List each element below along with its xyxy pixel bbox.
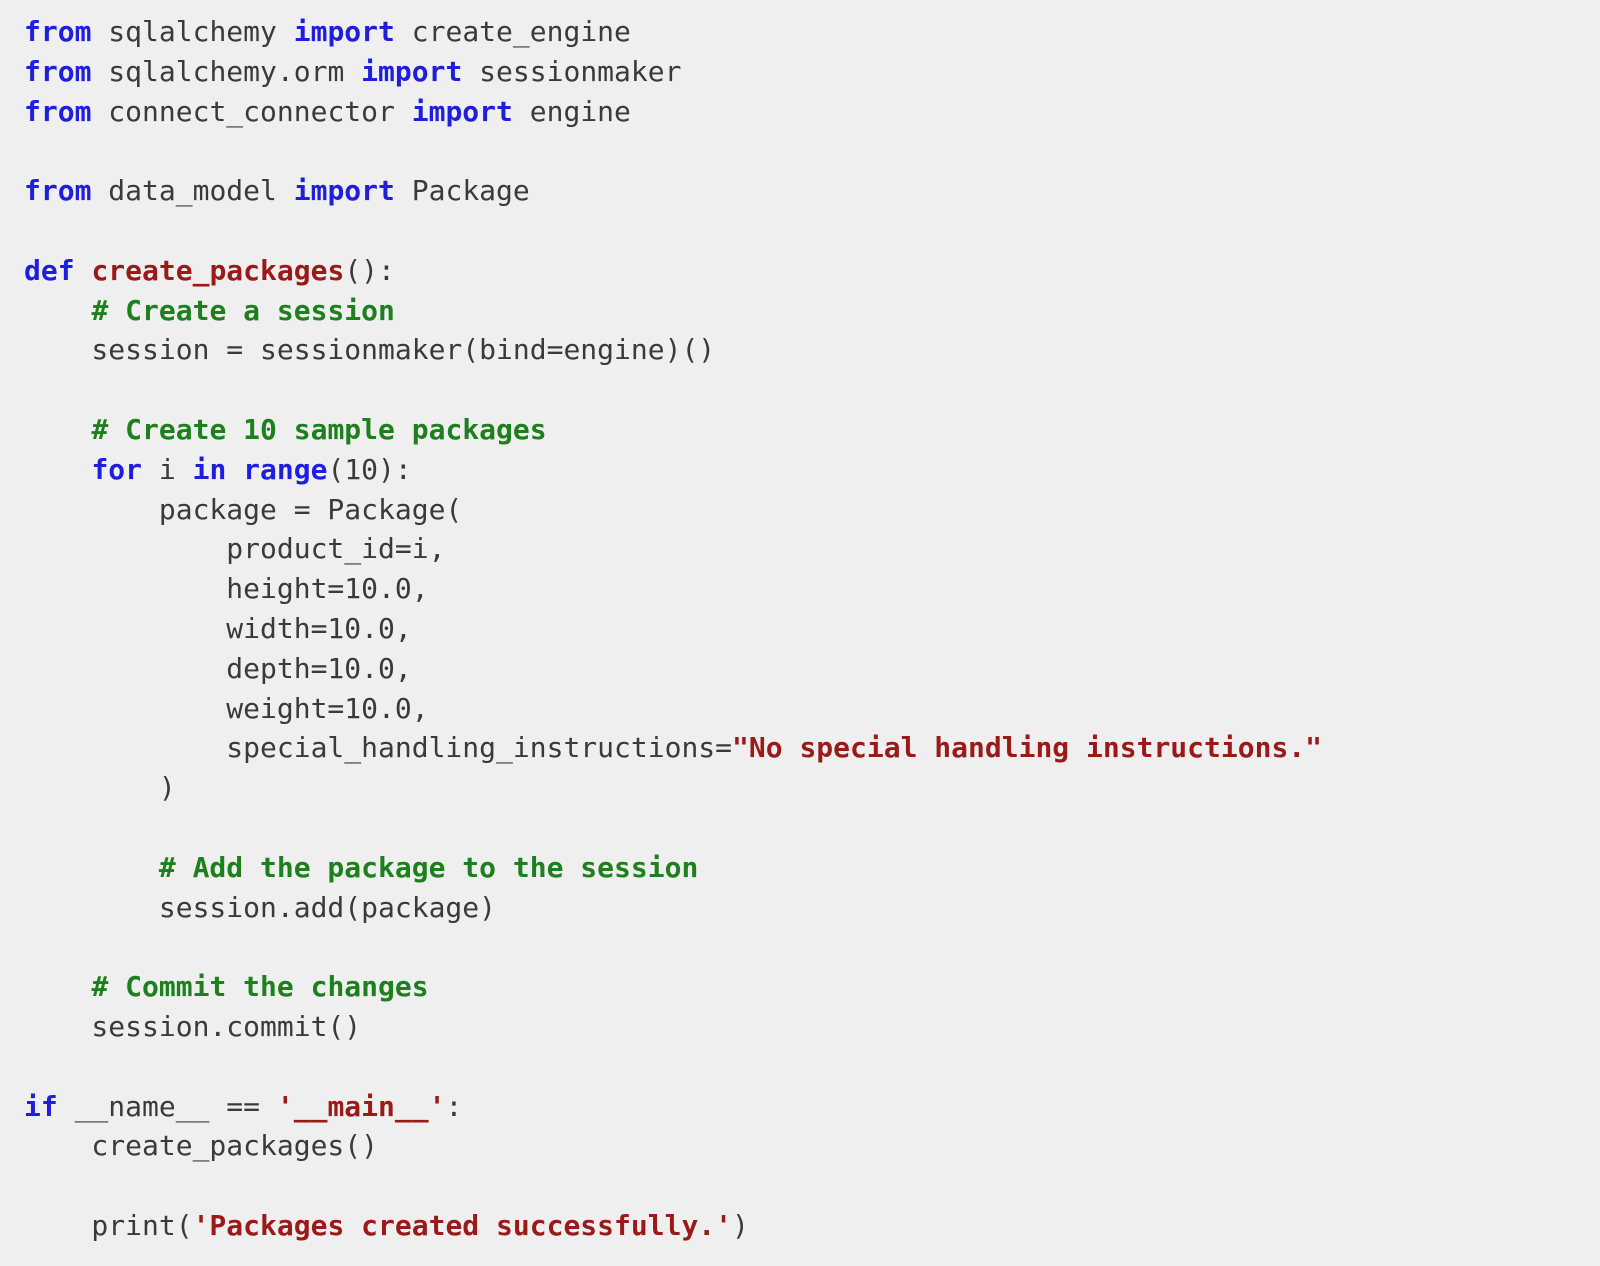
code-token-plain: session = sessionmaker(bind=engine)() [24,333,716,367]
code-token-comment: # Create 10 sample packages [91,412,547,446]
code-token-comment: # Add the package to the session [158,850,699,884]
code-token-plain: package = Package( [24,492,463,526]
code-token-plain: ) [732,1208,749,1242]
code-token-plain: sqlalchemy.orm [91,54,362,88]
code-line: def create_packages(): [24,251,1576,291]
code-token-keyword: from [24,174,92,208]
code-token-plain [75,254,92,287]
code-token-plain: connect_connector [91,94,412,128]
code-token-plain: product_id=i, [24,532,446,566]
code-token-plain: engine [512,94,631,128]
code-line: # Add the package to the session [24,848,1576,888]
code-line: for i in range(10): [24,450,1576,490]
code-line: from sqlalchemy import create_engine [24,12,1576,52]
code-line: print('Packages created successfully.') [24,1206,1576,1246]
code-token-keyword: import [361,54,463,88]
code-line: package = Package( [24,490,1576,530]
code-token-keyword: for [91,452,143,486]
code-line: depth=10.0, [24,649,1576,689]
code-token-plain: __name__ == [57,1089,277,1123]
code-line: height=10.0, [24,569,1576,609]
code-line [24,370,1576,410]
code-token-plain [24,294,91,327]
code-token-plain: create_packages() [24,1129,379,1163]
code-token-keyword: import [411,94,513,128]
code-token-plain: (10): [327,452,412,486]
code-token-comment: # Create a session [91,293,395,327]
code-token-plain: sessionmaker [462,54,682,88]
code-line: # Commit the changes [24,967,1576,1007]
code-token-plain: data_model [91,174,294,208]
code-token-plain: depth=10.0, [24,651,412,685]
code-token-plain: Package [394,174,530,208]
code-line: # Create 10 sample packages [24,410,1576,450]
code-token-keyword: import [293,174,395,208]
code-line: session = sessionmaker(bind=engine)() [24,330,1576,370]
code-token-plain [24,413,91,446]
code-line: product_id=i, [24,529,1576,569]
code-token-keyword: from [24,15,92,48]
code-line [24,211,1576,251]
code-line [24,1166,1576,1206]
code-line: from sqlalchemy.orm import sessionmaker [24,52,1576,92]
code-line: session.add(package) [24,888,1576,928]
code-token-plain: special_handling_instructions= [24,731,733,765]
code-line: create_packages() [24,1126,1576,1166]
code-token-plain [24,851,159,884]
code-line [24,927,1576,967]
code-token-keyword: if [24,1089,58,1123]
code-token-plain: weight=10.0, [24,691,429,725]
code-token-string: 'Packages created successfully.' [192,1208,733,1242]
code-token-plain: i [142,452,193,486]
code-token-keyword: from [24,94,92,128]
code-token-plain [24,970,91,1003]
code-token-plain: height=10.0, [24,572,429,606]
code-token-plain: sqlalchemy [91,15,294,48]
code-token-plain: (): [344,253,395,287]
code-line: ) [24,768,1576,808]
code-token-comment: # Commit the changes [91,970,429,1004]
code-token-plain: : [445,1089,463,1123]
code-line: width=10.0, [24,609,1576,649]
code-line: special_handling_instructions="No specia… [24,728,1576,768]
code-token-plain [226,453,243,486]
code-token-plain: ) [24,771,176,805]
code-token-function: create_packages [91,253,345,287]
code-token-keyword: def [24,253,75,287]
code-line [24,808,1576,848]
code-line: from data_model import Package [24,171,1576,211]
code-token-plain [24,453,91,486]
code-token-keyword: range [243,452,328,486]
code-token-plain: session.commit() [24,1009,362,1043]
code-line: weight=10.0, [24,689,1576,729]
code-token-keyword: in [192,452,227,486]
code-line: session.commit() [24,1007,1576,1047]
code-line [24,1047,1576,1087]
code-token-plain: create_engine [394,15,631,48]
code-token-plain: print( [24,1208,193,1242]
code-token-keyword: import [293,15,395,48]
code-line: from connect_connector import engine [24,92,1576,132]
code-line: # Create a session [24,291,1576,331]
code-line: if __name__ == '__main__': [24,1087,1576,1127]
code-token-plain: session.add(package) [24,890,497,924]
code-token-keyword: from [24,54,92,88]
code-line [24,131,1576,171]
code-token-string: '__main__' [276,1089,446,1123]
code-token-plain: width=10.0, [24,611,412,645]
code-token-string: "No special handling instructions." [732,731,1323,765]
